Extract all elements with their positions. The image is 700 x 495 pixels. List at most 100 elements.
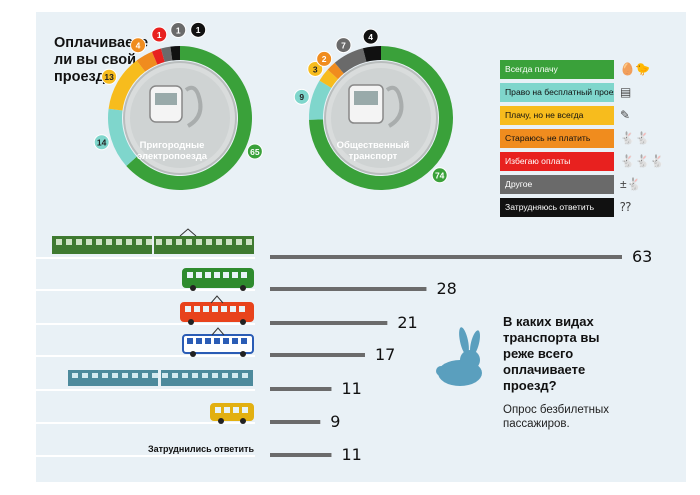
window-icon bbox=[192, 373, 198, 378]
window-icon bbox=[230, 306, 236, 312]
bar bbox=[270, 353, 365, 357]
slice-value-badge bbox=[316, 50, 333, 67]
donut-slice bbox=[136, 51, 158, 72]
bar-chart-title: В каких видах транспорта вы реже всего о… bbox=[503, 314, 600, 393]
ornament-icon bbox=[385, 85, 404, 128]
legend-item: Избегаю оплаты 🐇🐇🐇 bbox=[500, 152, 680, 171]
bar-value-label: 9 bbox=[330, 412, 340, 431]
slice-value-badge bbox=[335, 37, 352, 54]
window-icon bbox=[116, 239, 122, 245]
donut-slice bbox=[126, 46, 252, 190]
bar-value-label: 28 bbox=[436, 279, 456, 298]
pantograph-icon bbox=[179, 228, 197, 237]
legend-icon: 🐇🐇🐇 bbox=[620, 154, 665, 168]
bar-row: 28 bbox=[36, 268, 457, 298]
window-icon bbox=[202, 373, 208, 378]
slice-value-label: 1 bbox=[176, 25, 181, 35]
window-icon bbox=[66, 239, 72, 245]
window-icon bbox=[216, 239, 222, 245]
legend-icon: ±🐇 bbox=[620, 177, 642, 191]
slice-value-badge bbox=[293, 88, 310, 105]
slice-value-badge bbox=[93, 134, 110, 151]
slice-value-label: 65 bbox=[250, 147, 260, 157]
window-icon bbox=[186, 239, 192, 245]
window-icon bbox=[223, 272, 229, 278]
slice-value-label: 3 bbox=[313, 64, 318, 74]
bar-row: 9 bbox=[36, 403, 340, 431]
window-icon bbox=[82, 373, 88, 378]
bar-row: 21 bbox=[36, 295, 418, 332]
window-icon bbox=[241, 338, 247, 344]
slice-value-label: 7 bbox=[341, 40, 346, 50]
legend-label: Право на бесплатный проезд bbox=[500, 83, 614, 102]
legend-label: Плачу, но не всегда bbox=[500, 106, 614, 125]
slice-value-label: 13 bbox=[104, 72, 114, 82]
window-icon bbox=[222, 373, 228, 378]
window-icon bbox=[205, 338, 211, 344]
donut-slice bbox=[319, 69, 339, 88]
window-icon bbox=[212, 306, 218, 312]
window-icon bbox=[176, 239, 182, 245]
bar bbox=[270, 287, 427, 291]
window-icon bbox=[72, 373, 78, 378]
slice-value-label: 1 bbox=[157, 30, 162, 40]
legend-label: Другое bbox=[500, 175, 614, 194]
window-icon bbox=[194, 306, 200, 312]
window-icon bbox=[241, 272, 247, 278]
legend-item: Плачу, но не всегда ✎ bbox=[500, 106, 680, 125]
legend-icon: ✎ bbox=[620, 108, 631, 122]
bar bbox=[270, 387, 332, 391]
window-icon bbox=[215, 407, 221, 413]
wheel-icon bbox=[190, 351, 196, 357]
legend-icon: ▤ bbox=[620, 85, 632, 99]
window-icon bbox=[236, 239, 242, 245]
page-title: Оплачиваете ли вы свой проезд? bbox=[54, 35, 149, 85]
slice-value-badge bbox=[431, 167, 448, 184]
legend-label: Избегаю оплаты bbox=[500, 152, 614, 171]
legend-item: Другое ±🐇 bbox=[500, 175, 680, 194]
window-icon bbox=[166, 239, 172, 245]
window-icon bbox=[146, 239, 152, 245]
bar-value-label: 11 bbox=[341, 379, 361, 398]
bar-value-label: 21 bbox=[397, 313, 417, 332]
window-icon bbox=[112, 373, 118, 378]
donut-slice bbox=[107, 108, 137, 166]
pantograph-icon bbox=[211, 327, 225, 336]
donut-slice bbox=[170, 46, 180, 61]
wheel-icon bbox=[190, 285, 196, 291]
slice-value-badge bbox=[307, 60, 324, 77]
window-icon bbox=[102, 373, 108, 378]
bar-chart-subtitle: Опрос безбилетных пассажиров. bbox=[503, 404, 610, 430]
window-icon bbox=[162, 373, 168, 378]
slice-value-label: 1 bbox=[196, 25, 201, 35]
window-icon bbox=[156, 239, 162, 245]
window-icon bbox=[246, 239, 252, 245]
bar bbox=[270, 453, 332, 457]
donut-slice bbox=[151, 48, 165, 65]
window-icon bbox=[212, 373, 218, 378]
window-icon bbox=[232, 338, 238, 344]
bar-row: 17 bbox=[36, 327, 395, 364]
bar bbox=[270, 255, 622, 259]
window-icon bbox=[122, 373, 128, 378]
legend-icon: 🥚🐤 bbox=[620, 62, 650, 76]
wheel-icon bbox=[240, 418, 246, 424]
slice-value-badge bbox=[246, 143, 263, 160]
window-icon bbox=[203, 306, 209, 312]
slice-value-badge bbox=[130, 37, 147, 54]
legend-item: Право на бесплатный проезд ▤ bbox=[500, 83, 680, 102]
ornament-icon bbox=[184, 85, 203, 128]
window-icon bbox=[96, 239, 102, 245]
window-icon bbox=[56, 239, 62, 245]
slice-value-badge bbox=[101, 68, 118, 85]
bar bbox=[270, 420, 321, 424]
window-icon bbox=[196, 239, 202, 245]
slice-value-label: 4 bbox=[136, 41, 141, 51]
slice-value-label: 2 bbox=[322, 54, 327, 64]
window-icon bbox=[232, 272, 238, 278]
bar-value-label: 63 bbox=[632, 247, 652, 266]
legend-label: Затрудняюсь ответить bbox=[500, 198, 614, 217]
slice-value-badge bbox=[190, 21, 207, 38]
